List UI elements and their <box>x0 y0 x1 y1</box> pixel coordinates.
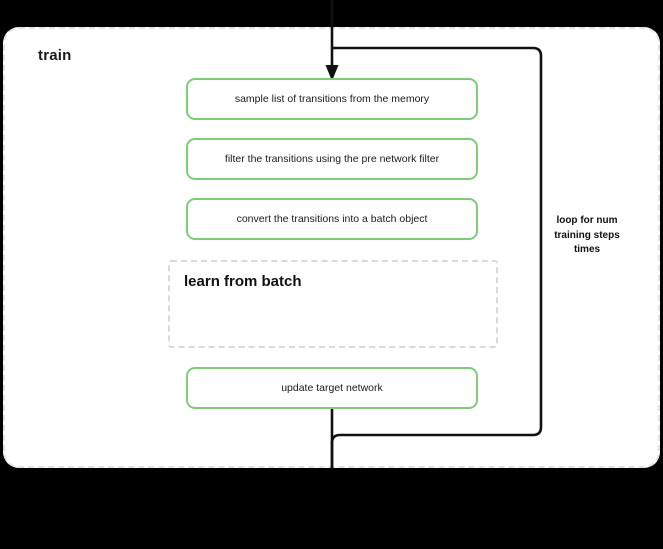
step-label-convert: convert the transitions into a batch obj… <box>236 212 428 225</box>
step-box-update[interactable]: update target network <box>186 367 478 409</box>
learn-from-batch-title: learn from batch <box>184 273 302 290</box>
loop-annotation-label: loop for num training steps times <box>554 215 620 255</box>
step-label-sample: sample list of transitions from the memo… <box>234 92 430 105</box>
learn-from-batch-container[interactable]: learn from batch <box>168 260 498 348</box>
step-label-filter: filter the transitions using the pre net… <box>224 152 440 165</box>
step-label-update: update target network <box>281 381 383 394</box>
step-box-filter[interactable]: filter the transitions using the pre net… <box>186 138 478 180</box>
step-box-sample[interactable]: sample list of transitions from the memo… <box>186 78 478 120</box>
page-title: train <box>38 47 72 64</box>
step-box-convert[interactable]: convert the transitions into a batch obj… <box>186 198 478 240</box>
